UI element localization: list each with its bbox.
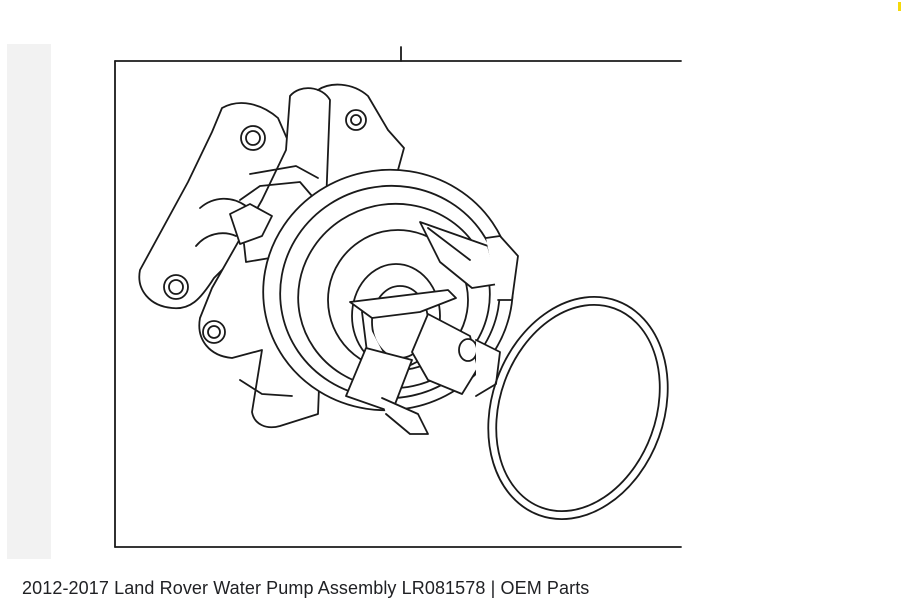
mounting-flange (138, 102, 293, 310)
diagram-frame (114, 46, 682, 548)
image-side-rail (7, 44, 51, 559)
impeller (345, 221, 519, 435)
o-ring-gasket (487, 296, 669, 520)
highlight-marker (898, 2, 901, 11)
water-pump-diagram[interactable] (0, 0, 903, 560)
image-caption[interactable]: 2012-2017 Land Rover Water Pump Assembly… (22, 578, 590, 598)
